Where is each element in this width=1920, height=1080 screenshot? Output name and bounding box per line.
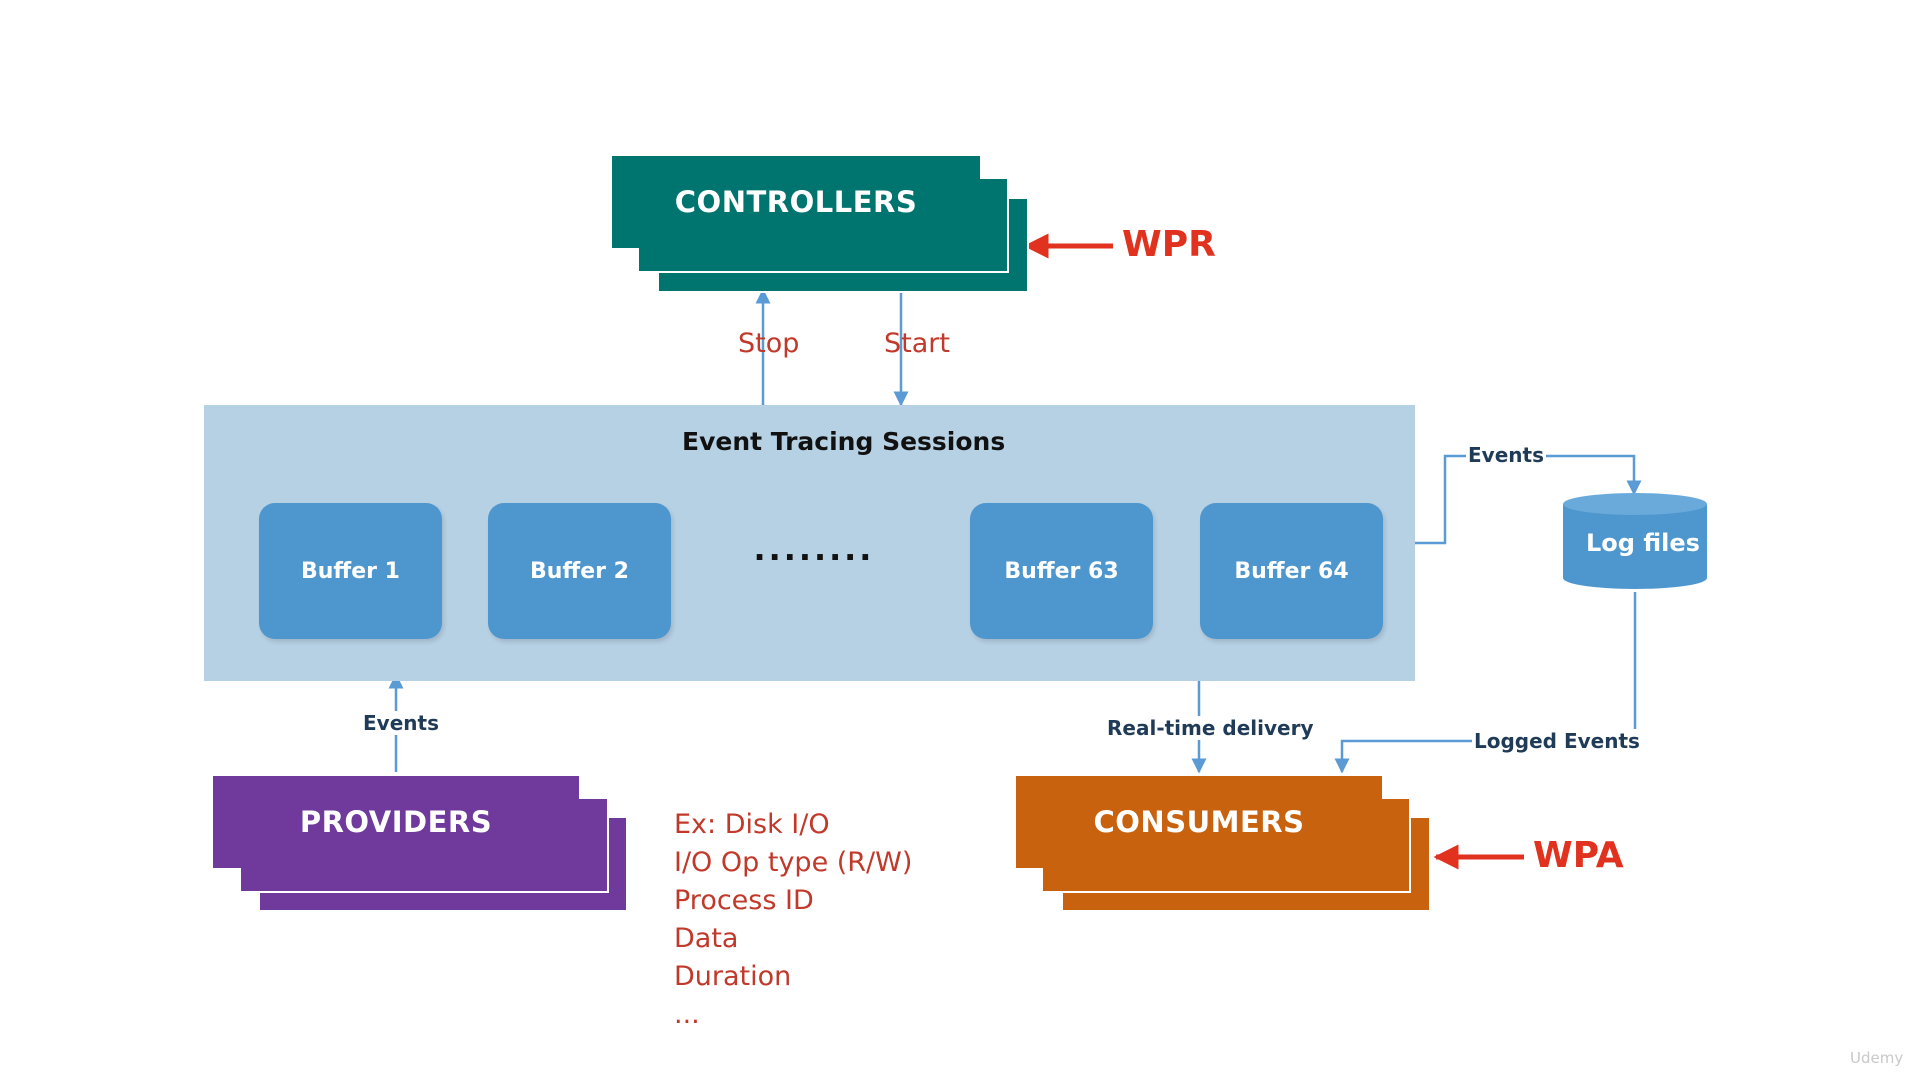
- example-event-fields: Ex: Disk I/O I/O Op type (R/W) Process I…: [674, 806, 912, 1034]
- buffer-2: Buffer 2: [488, 503, 671, 639]
- event-tracing-sessions-title: Event Tracing Sessions: [682, 427, 1006, 456]
- logged-events-label: Logged Events: [1472, 729, 1642, 753]
- example-item: Ex: Disk I/O: [674, 809, 830, 840]
- stop-label: Stop: [738, 328, 800, 359]
- providers-box: PROVIDERS: [213, 776, 579, 868]
- controllers-label: CONTROLLERS: [674, 185, 918, 219]
- start-label: Start: [884, 328, 950, 359]
- events-from-providers-label: Events: [361, 711, 441, 735]
- wpr-label: WPR: [1122, 224, 1216, 265]
- providers-label: PROVIDERS: [299, 805, 493, 839]
- buffer-ellipsis: ........: [754, 525, 875, 569]
- buffer-63: Buffer 63: [970, 503, 1153, 639]
- events-to-log-label: Events: [1466, 443, 1546, 467]
- buffer-63-label: Buffer 63: [1004, 558, 1119, 584]
- example-item: Duration: [674, 961, 792, 992]
- buffer-2-label: Buffer 2: [530, 558, 629, 584]
- buffer-64-label: Buffer 64: [1234, 558, 1349, 584]
- udemy-watermark: Udemy: [1850, 1049, 1904, 1067]
- example-item: Process ID: [674, 885, 814, 916]
- realtime-delivery-label: Real-time delivery: [1105, 716, 1316, 740]
- example-item: ...: [674, 999, 700, 1030]
- buffer-1: Buffer 1: [259, 503, 442, 639]
- consumers-box: CONSUMERS: [1016, 776, 1382, 868]
- log-files-cylinder: [1563, 493, 1707, 589]
- wpa-label: WPA: [1533, 835, 1624, 876]
- buffer-1-label: Buffer 1: [301, 558, 400, 584]
- buffer-64: Buffer 64: [1200, 503, 1383, 639]
- log-files-label: Log files: [1586, 529, 1700, 557]
- example-item: Data: [674, 923, 739, 954]
- consumers-label: CONSUMERS: [1093, 805, 1305, 839]
- example-item: I/O Op type (R/W): [674, 847, 913, 878]
- events-to-log-connector: [1415, 454, 1642, 545]
- controllers-box: CONTROLLERS: [612, 156, 980, 248]
